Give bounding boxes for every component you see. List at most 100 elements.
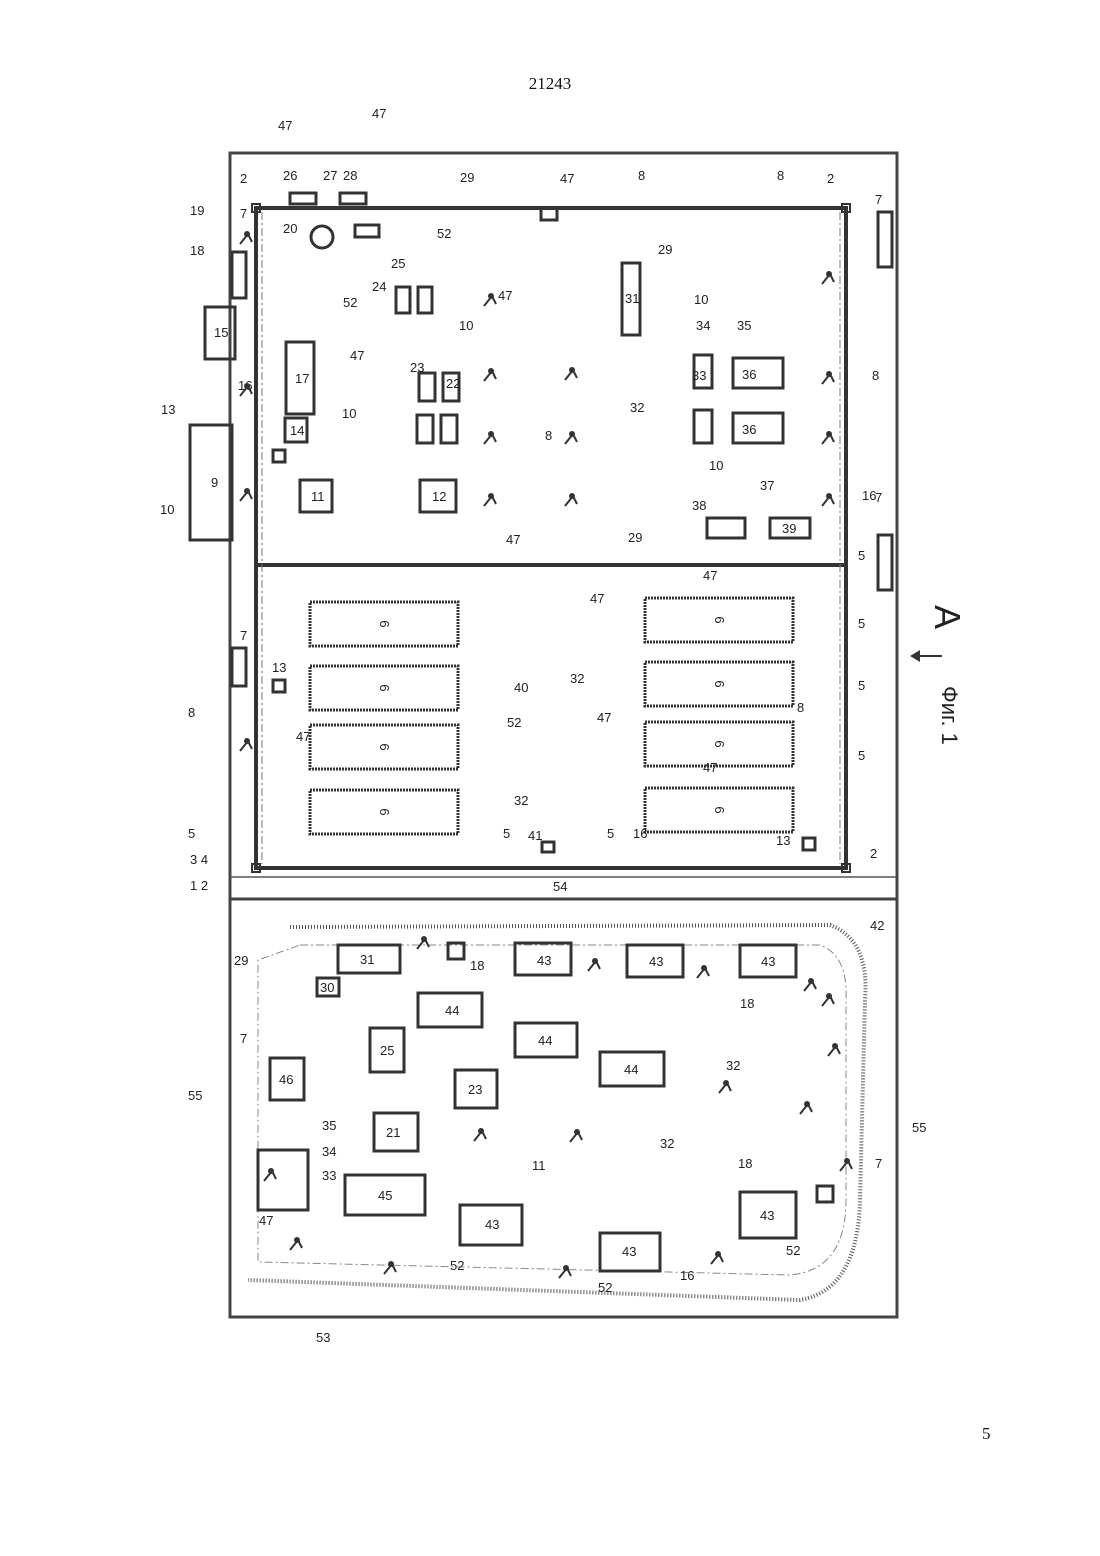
figure-label: 35 xyxy=(737,318,751,333)
figure-label: 7 xyxy=(240,628,247,643)
figure-label: 2 xyxy=(240,171,247,186)
figure-label: 47 xyxy=(296,729,310,744)
figure-label: 37 xyxy=(760,478,774,493)
figure-label: 39 xyxy=(782,521,796,536)
figure-label: 10 xyxy=(694,292,708,307)
figure-label: 55 xyxy=(912,1120,926,1135)
page-number: 5 xyxy=(982,1424,991,1444)
figure-label: 52 xyxy=(786,1243,800,1258)
figure-label: 47 xyxy=(506,532,520,547)
figure-label: 34 xyxy=(696,318,710,333)
figure-label: 25 xyxy=(380,1043,394,1058)
figure-label: 47 xyxy=(278,118,292,133)
label: 6 xyxy=(712,680,727,687)
figure-label: 47 xyxy=(597,710,611,725)
figure-label: 5 xyxy=(607,826,614,841)
figure-label: 26 xyxy=(283,168,297,183)
figure-label: 2 xyxy=(870,846,877,861)
figure-label: 10 xyxy=(342,406,356,421)
label: 6 xyxy=(377,620,392,627)
figure-label: 23 xyxy=(410,360,424,375)
figure-label: 47 xyxy=(703,568,717,583)
figure-label: 35 xyxy=(322,1118,336,1133)
figure-label: 8 xyxy=(638,168,645,183)
figure-label: 32 xyxy=(726,1058,740,1073)
figure-label: 7 xyxy=(240,206,247,221)
figure-label: 43 xyxy=(761,954,775,969)
figure-caption: Фиг. 1 xyxy=(937,686,962,745)
figure-label: 8 xyxy=(777,168,784,183)
figure-label: 19 xyxy=(190,203,204,218)
figure-label: 28 xyxy=(343,168,357,183)
dash-dot-boundary xyxy=(258,945,846,1275)
figure-label: 52 xyxy=(598,1280,612,1295)
figure-label: 47 xyxy=(498,288,512,303)
view-arrow-a: A xyxy=(910,605,968,662)
label: 6 xyxy=(712,740,727,747)
figure-label: 5 xyxy=(503,826,510,841)
figure-label: 44 xyxy=(445,1003,459,1018)
figure-label: 46 xyxy=(279,1072,293,1087)
figure-label: 5 xyxy=(858,748,865,763)
figure-label: 5 xyxy=(858,548,865,563)
figure-label: 38 xyxy=(692,498,706,513)
figure-label: 11 xyxy=(311,489,325,504)
upper-room-labels: 9 15 17 14 11 12 22 23 25 31 36 36 39 40… xyxy=(160,106,882,1171)
figure-label: A xyxy=(927,605,968,629)
figure-label: 54 xyxy=(553,879,567,894)
figure-label: 9 xyxy=(211,475,218,490)
figure-label: 12 xyxy=(432,489,446,504)
figure-label: 43 xyxy=(537,953,551,968)
figure-label: 52 xyxy=(343,295,357,310)
figure-label: 47 xyxy=(590,591,604,606)
figure-label: 33 xyxy=(692,368,706,383)
figure-label: 27 xyxy=(323,168,337,183)
figure-label: 10 xyxy=(709,458,723,473)
figure-label: 43 xyxy=(649,954,663,969)
figure-label: 13 xyxy=(272,660,286,675)
figure-label: 36 xyxy=(742,422,756,437)
figure-label: 14 xyxy=(290,423,304,438)
figure-label: 18 xyxy=(470,958,484,973)
figure-label: 3 4 xyxy=(190,852,208,867)
figure-label: 29 xyxy=(628,530,642,545)
figure-label: 5 xyxy=(858,678,865,693)
label: 6 xyxy=(377,743,392,750)
figure-label: 21 xyxy=(386,1125,400,1140)
figure-label: 47 xyxy=(372,106,386,121)
figure-label: 43 xyxy=(485,1217,499,1232)
figure-label: 52 xyxy=(450,1258,464,1273)
figure-label: 31 xyxy=(625,291,639,306)
figure-label: 29 xyxy=(658,242,672,257)
figure-label: 32 xyxy=(514,793,528,808)
figure-label: 29 xyxy=(460,170,474,185)
curved-perimeter-wall xyxy=(248,925,866,1300)
figure-label: 7 xyxy=(875,1156,882,1171)
figure-label: 41 xyxy=(528,828,542,843)
figure-label: 5 xyxy=(858,616,865,631)
figure-label: 7 xyxy=(875,192,882,207)
figure-label: 47 xyxy=(259,1213,273,1228)
figure-label: 18 xyxy=(738,1156,752,1171)
figure-label: 32 xyxy=(570,671,584,686)
figure-label: 30 xyxy=(320,980,334,995)
figure-label: 23 xyxy=(468,1082,482,1097)
figure-label: 8 xyxy=(545,428,552,443)
figure-label: 18 xyxy=(190,243,204,258)
label: 6 xyxy=(377,808,392,815)
label: 6 xyxy=(712,806,727,813)
figure-label: 7 xyxy=(240,1031,247,1046)
figure-label: 13 xyxy=(776,833,790,848)
figure-label: 42 xyxy=(870,918,884,933)
figure-label: 24 xyxy=(372,279,386,294)
figure-label: 10 xyxy=(160,502,174,517)
figure-label: 34 xyxy=(322,1144,336,1159)
figure-label: 45 xyxy=(378,1188,392,1203)
figure-label: 2 xyxy=(827,171,834,186)
figure-label: 33 xyxy=(322,1168,336,1183)
figure-label: 8 xyxy=(797,700,804,715)
figure-label: 32 xyxy=(660,1136,674,1151)
equipment-rows: 6 6 6 6 6 6 6 6 xyxy=(310,598,793,834)
figure-label: 11 xyxy=(532,1158,546,1173)
